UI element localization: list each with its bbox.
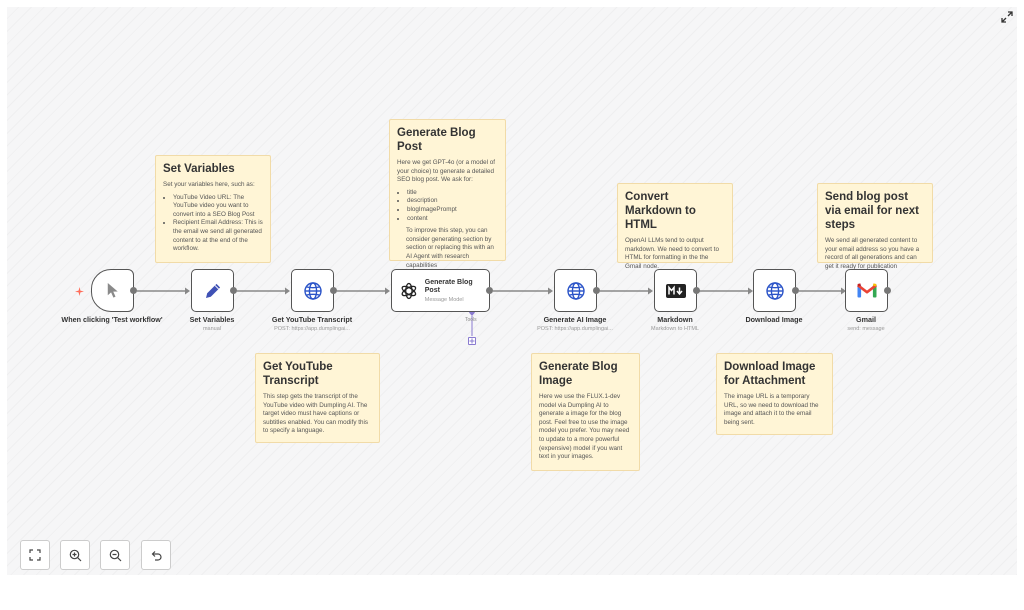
node-get-youtube-transcript[interactable] <box>291 269 334 312</box>
globe-icon <box>566 281 585 300</box>
node-name: Download Image <box>745 315 803 324</box>
markdown-icon <box>665 283 686 298</box>
node-subtitle: manual <box>202 325 222 332</box>
output-handle[interactable] <box>330 287 337 294</box>
note-title: Download Image for Attachment <box>724 361 816 387</box>
note-text: Here we use the FLUX.1-dev model via Dum… <box>539 393 630 461</box>
node-gmail[interactable] <box>845 269 888 312</box>
output-handle[interactable] <box>593 287 600 294</box>
reset-zoom-button[interactable] <box>141 540 171 570</box>
output-handle[interactable] <box>693 287 700 294</box>
output-handle[interactable] <box>486 287 493 294</box>
note-text: We send all generated content to your em… <box>825 237 920 270</box>
note-generate-image[interactable]: Generate Blog Image Here we use the FLUX… <box>531 353 640 471</box>
undo-icon <box>151 551 162 561</box>
pencil-icon <box>205 283 220 298</box>
node-label: Get YouTube Transcript POST: https://app… <box>252 315 372 332</box>
note-bullet: title <box>407 189 498 198</box>
note-bullet: YouTube Video URL: The YouTube video you… <box>173 194 263 220</box>
node-label: Gmail send: message <box>806 315 926 332</box>
note-title: Get YouTube Transcript <box>263 361 333 387</box>
node-trigger[interactable] <box>91 269 134 312</box>
note-text: Set your variables here, such as: <box>163 181 255 188</box>
node-label: Download Image <box>714 315 834 325</box>
node-label: When clicking 'Test workflow' <box>52 315 172 325</box>
node-name: Markdown <box>657 315 693 324</box>
note-convert-markdown[interactable]: Convert Markdown to HTML OpenAI LLMs ten… <box>617 183 733 270</box>
note-bullet: Recipient Email Address: This is the ema… <box>173 219 263 253</box>
output-handle[interactable] <box>884 287 891 294</box>
zoom-in-icon <box>69 549 81 561</box>
note-title: Set Variables <box>163 163 235 175</box>
globe-icon <box>303 281 322 300</box>
node-subtitle: Message Model <box>424 296 464 303</box>
node-name: Generate Blog Post <box>424 278 473 294</box>
note-download-image[interactable]: Download Image for Attachment The image … <box>716 353 833 435</box>
node-download-image[interactable] <box>753 269 796 312</box>
note-title: Convert Markdown to HTML <box>625 191 696 231</box>
note-bullet: blogImagePrompt <box>407 206 498 215</box>
zoom-in-button[interactable] <box>60 540 90 570</box>
note-get-transcript[interactable]: Get YouTube Transcript This step gets th… <box>255 353 380 443</box>
output-handle[interactable] <box>230 287 237 294</box>
bottom-strip <box>0 575 1024 610</box>
node-generate-ai-image[interactable] <box>554 269 597 312</box>
fit-view-icon <box>29 549 41 561</box>
note-title: Generate Blog Image <box>539 361 618 387</box>
expand-button[interactable] <box>1001 10 1013 23</box>
note-title: Send blog post via email for next steps <box>825 191 919 231</box>
note-text: The image URL is a temporary URL, so we … <box>724 393 819 426</box>
zoom-out-icon <box>109 549 121 561</box>
note-title: Generate Blog Post <box>397 127 476 153</box>
note-bullet: description <box>407 197 498 206</box>
node-label: Generate AI Image POST: https://app.dump… <box>515 315 635 332</box>
node-subtitle: POST: https://app.dumplingai... <box>274 325 350 332</box>
note-text: OpenAI LLMs tend to output markdown. We … <box>625 237 720 270</box>
node-name: Generate AI Image <box>543 315 607 324</box>
node-generate-blog-post[interactable]: Generate Blog Post Message Model <box>391 269 490 312</box>
node-label: Set Variables manual <box>152 315 272 332</box>
gmail-icon <box>856 283 877 298</box>
node-markdown[interactable] <box>654 269 697 312</box>
note-text: Here we get GPT-4o (or a model of your c… <box>397 159 495 184</box>
trigger-star-icon <box>75 287 84 296</box>
fit-view-button[interactable] <box>20 540 50 570</box>
node-name: Set Variables <box>189 315 235 324</box>
plus-icon <box>469 338 475 344</box>
workflow-canvas[interactable]: Set Variables Set your variables here, s… <box>7 7 1017 575</box>
node-set-variables[interactable] <box>191 269 234 312</box>
note-set-variables[interactable]: Set Variables Set your variables here, s… <box>155 155 271 263</box>
output-handle[interactable] <box>130 287 137 294</box>
node-subtitle: POST: https://app.dumplingai... <box>537 325 613 332</box>
expand-icon <box>1001 11 1013 23</box>
node-subtitle: Markdown to HTML <box>651 325 699 332</box>
node-subtitle: send: message <box>847 325 885 332</box>
node-name: Gmail <box>856 315 876 324</box>
tools-label: Tools <box>465 317 477 323</box>
node-name: Get YouTube Transcript <box>271 315 353 324</box>
output-handle[interactable] <box>792 287 799 294</box>
add-tool-button[interactable] <box>468 337 476 345</box>
note-send-email[interactable]: Send blog post via email for next steps … <box>817 183 933 270</box>
globe-icon <box>765 281 784 300</box>
openai-icon <box>401 282 417 299</box>
note-bullet: content <box>407 215 498 224</box>
node-label: Markdown Markdown to HTML <box>615 315 735 332</box>
node-name: When clicking 'Test workflow' <box>61 315 163 324</box>
cursor-icon <box>107 282 118 298</box>
note-text: To improve this step, you can consider g… <box>406 227 494 269</box>
zoom-out-button[interactable] <box>100 540 130 570</box>
note-generate-blog-post[interactable]: Generate Blog Post Here we get GPT-4o (o… <box>389 119 506 269</box>
connection-wires <box>137 287 846 336</box>
note-text: This step gets the transcript of the You… <box>263 393 369 435</box>
